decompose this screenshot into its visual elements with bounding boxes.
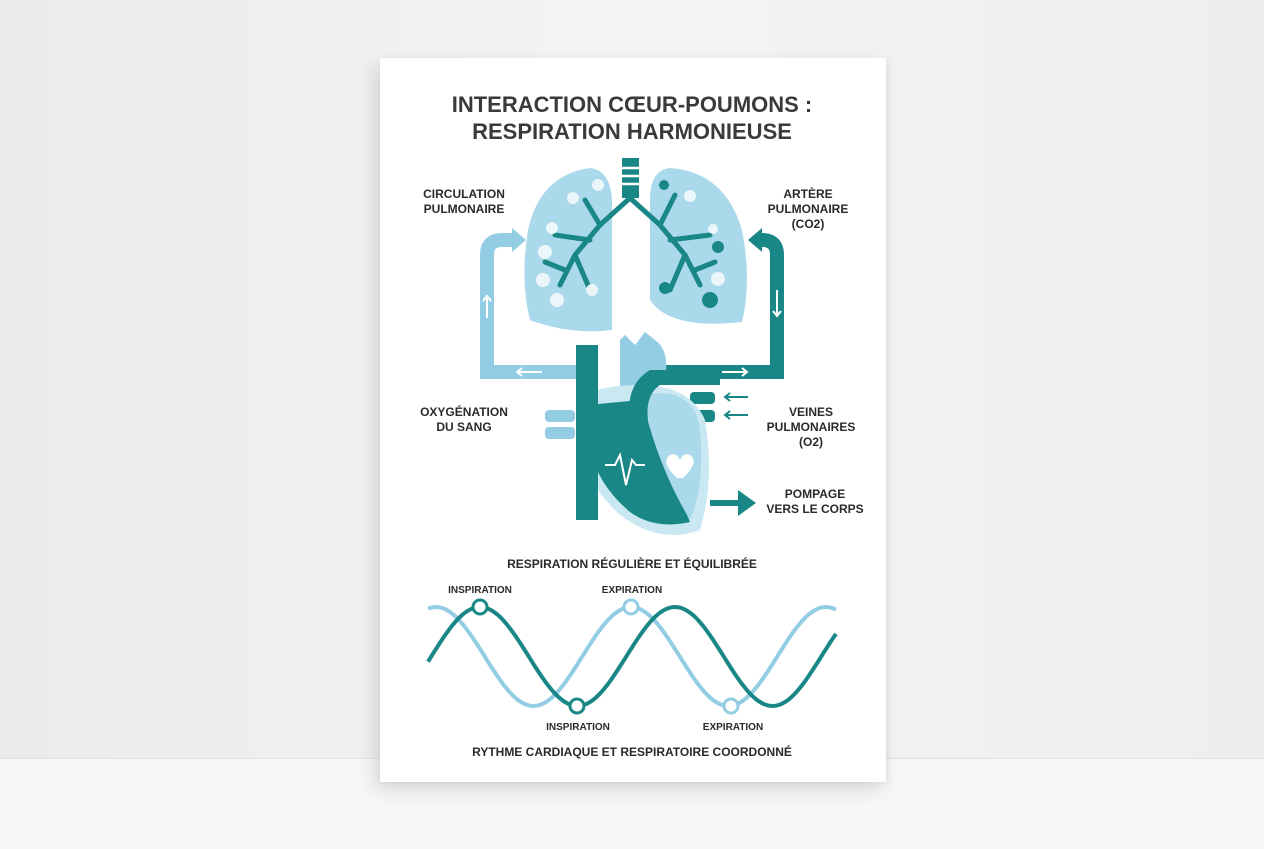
label-veines-3: (O2) xyxy=(799,435,823,449)
marker-expiration-bottom xyxy=(722,697,740,715)
label-circulation-1: CIRCULATION xyxy=(423,187,505,201)
heart-illustration xyxy=(545,332,756,535)
waves-heading: RESPIRATION RÉGULIÈRE ET ÉQUILIBRÉE xyxy=(507,556,757,571)
marker-inspiration-top xyxy=(471,598,489,616)
marker-inspiration-bottom xyxy=(568,697,586,715)
wave-respiration xyxy=(427,604,837,709)
label-artere-3: (CO2) xyxy=(792,217,825,231)
breathing-waves: INSPIRATION EXPIRATION INSPIRATION EXPIR… xyxy=(426,585,838,733)
lungs-illustration xyxy=(524,158,747,332)
label-artere-2: PULMONAIRE xyxy=(768,202,849,216)
label-pompage-2: VERS LE CORPS xyxy=(766,502,863,516)
label-veines-1: VEINES xyxy=(789,405,833,419)
label-expiration-top: EXPIRATION xyxy=(602,585,662,596)
label-oxygenation-1: OXYGÉNATION xyxy=(420,404,508,419)
title-line2: RESPIRATION HARMONIEUSE xyxy=(472,119,792,144)
label-expiration-bottom: EXPIRATION xyxy=(703,722,763,733)
flow-arrows xyxy=(482,290,782,377)
label-veines-2: PULMONAIRES xyxy=(767,420,856,434)
marker-expiration-top xyxy=(622,598,640,616)
waves-footer: RYTHME CARDIAQUE ET RESPIRATOIRE COORDON… xyxy=(472,744,792,759)
label-circulation-2: PULMONAIRE xyxy=(424,202,505,216)
label-inspiration-top: INSPIRATION xyxy=(448,585,512,596)
label-pompage-1: POMPAGE xyxy=(785,487,845,501)
label-inspiration-bottom: INSPIRATION xyxy=(546,722,610,733)
title-line1: INTERACTION CŒUR-POUMONS : xyxy=(452,92,813,117)
label-artere-1: ARTÈRE xyxy=(783,186,832,201)
wave-cardiac xyxy=(426,604,838,709)
label-oxygenation-2: DU SANG xyxy=(436,420,491,434)
